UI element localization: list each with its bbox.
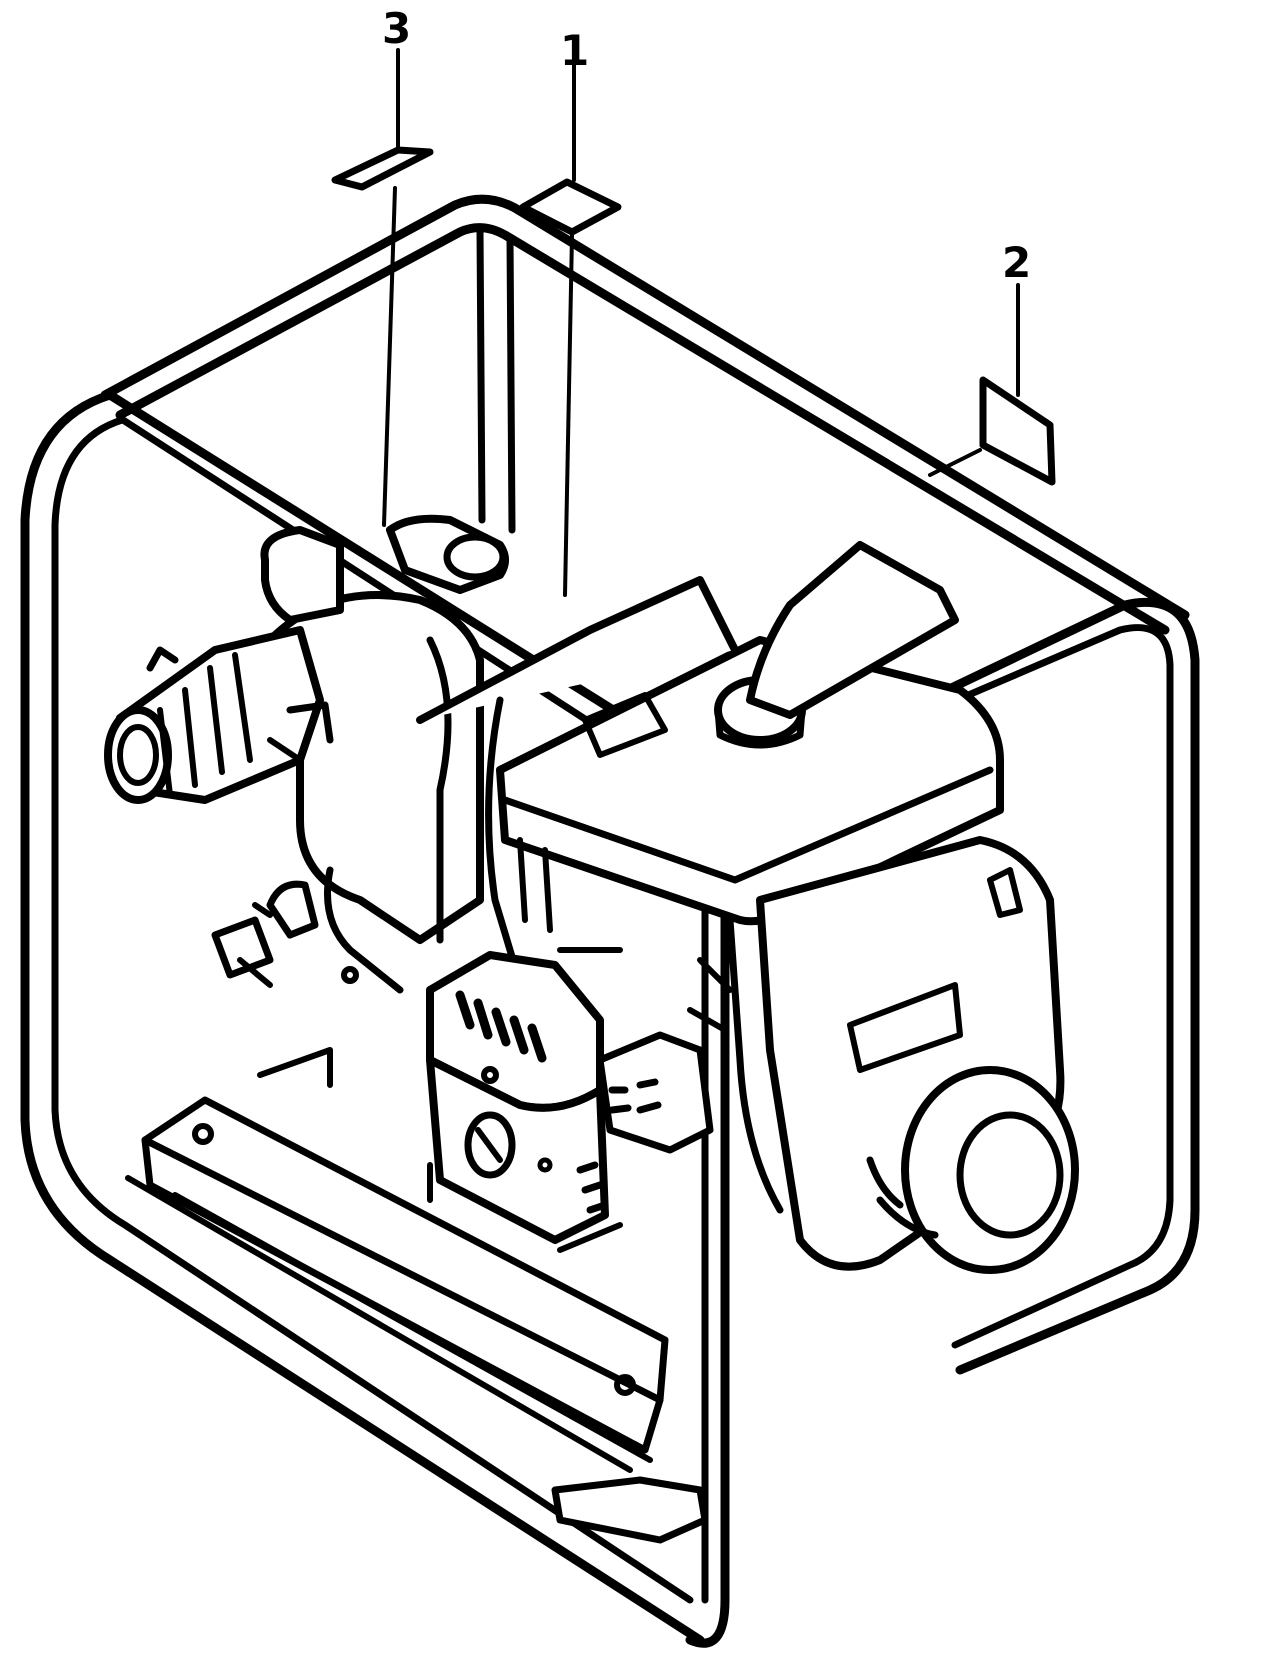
fuel-tank — [496, 636, 1004, 926]
decal-3 — [331, 48, 434, 527]
callout-number-1: 1 — [560, 26, 590, 75]
frame-left-loop — [20, 390, 730, 1645]
recoil-starter — [756, 836, 1079, 1274]
suction-inlet — [104, 626, 334, 804]
carburetor — [557, 947, 733, 1214]
pump-body — [266, 591, 484, 994]
air-cleaner — [426, 951, 609, 1244]
discharge-fitting — [260, 514, 509, 624]
drain-fittings — [211, 880, 359, 988]
base-skid — [125, 1047, 709, 1544]
callout-number-3: 3 — [382, 4, 412, 53]
callout-number-2: 2 — [1002, 238, 1032, 287]
decal-1 — [519, 48, 622, 597]
frame-back-rails — [100, 194, 1190, 635]
engine-block — [416, 541, 959, 1214]
decal-2 — [928, 283, 1056, 486]
